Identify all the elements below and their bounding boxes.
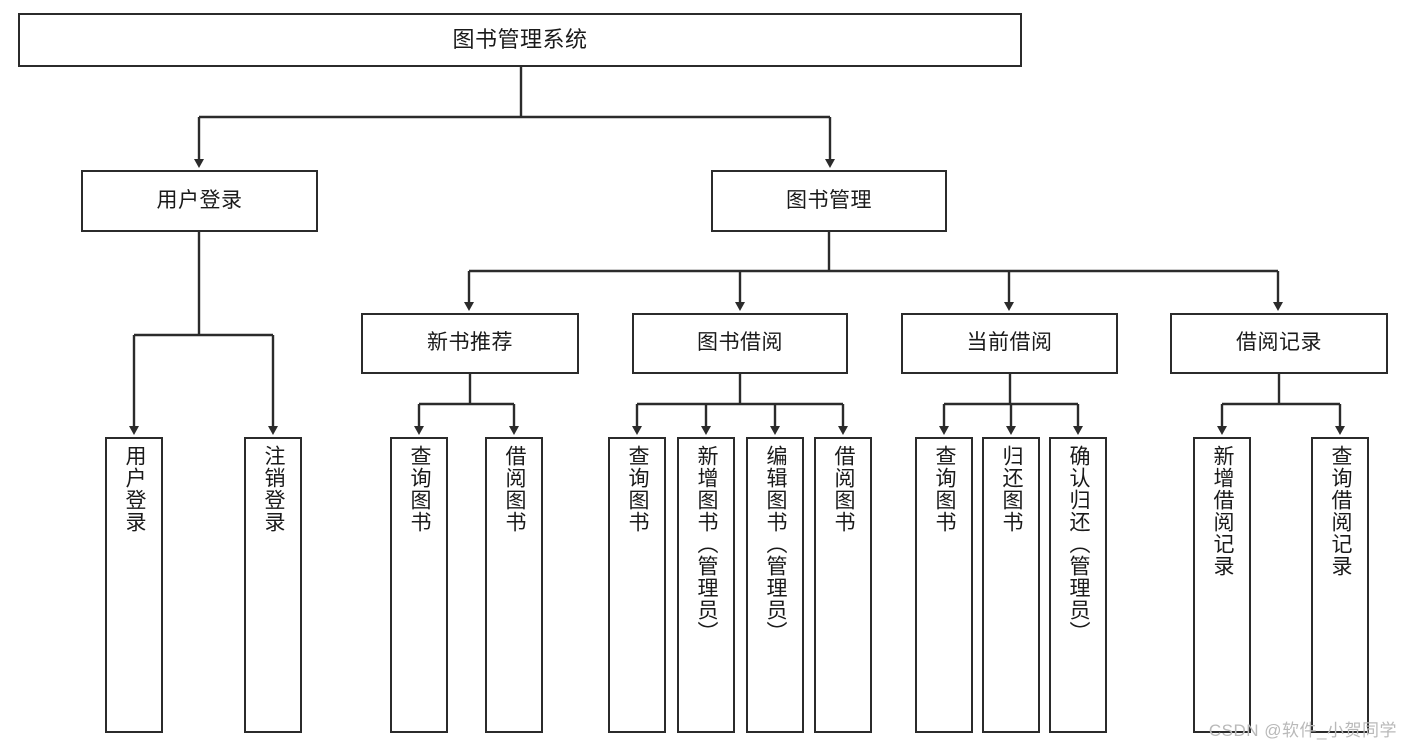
node-label: 新增借阅记录 (1211, 445, 1235, 577)
node-current-borrow[interactable]: 当前借阅 (901, 313, 1118, 374)
node-leaf-borrow-book[interactable]: 借阅图书 (814, 437, 872, 733)
node-label: 注销登录 (262, 445, 286, 533)
node-label: 图书管理 (786, 188, 872, 212)
node-label: 编辑图书（管理员） (764, 445, 788, 643)
node-leaf-query-book-borrow[interactable]: 查询图书 (608, 437, 666, 733)
node-leaf-query-book-recommend[interactable]: 查询图书 (390, 437, 448, 733)
node-label: 新书推荐 (427, 331, 513, 355)
node-label: 归还图书 (1000, 445, 1024, 533)
node-borrow-record[interactable]: 借阅记录 (1170, 313, 1388, 374)
node-label: 借阅记录 (1236, 331, 1322, 355)
node-leaf-add-book[interactable]: 新增图书（管理员） (677, 437, 735, 733)
node-label: 查询图书 (626, 445, 650, 533)
node-leaf-borrow-book-recommend[interactable]: 借阅图书 (485, 437, 543, 733)
node-label: 图书借阅 (697, 331, 783, 355)
node-label: 查询图书 (933, 445, 957, 533)
node-label: 用户登录 (123, 445, 147, 533)
node-leaf-user-logout[interactable]: 注销登录 (244, 437, 302, 733)
node-leaf-return-book[interactable]: 归还图书 (982, 437, 1040, 733)
node-leaf-query-borrow-record[interactable]: 查询借阅记录 (1311, 437, 1369, 733)
node-book-manage[interactable]: 图书管理 (711, 170, 947, 232)
node-label: 新增图书（管理员） (695, 445, 719, 643)
node-leaf-add-borrow-record[interactable]: 新增借阅记录 (1193, 437, 1251, 733)
node-label: 借阅图书 (832, 445, 856, 533)
node-book-borrow[interactable]: 图书借阅 (632, 313, 848, 374)
node-root-book-management-system[interactable]: 图书管理系统 (18, 13, 1022, 67)
node-label: 用户登录 (156, 188, 243, 212)
node-label: 查询图书 (408, 445, 432, 533)
node-user-login[interactable]: 用户登录 (81, 170, 318, 232)
node-leaf-confirm-return[interactable]: 确认归还（管理员） (1049, 437, 1107, 733)
node-leaf-query-book-current[interactable]: 查询图书 (915, 437, 973, 733)
node-label: 图书管理系统 (452, 27, 588, 53)
node-leaf-user-login[interactable]: 用户登录 (105, 437, 163, 733)
node-label: 当前借阅 (966, 331, 1053, 355)
node-leaf-edit-book[interactable]: 编辑图书（管理员） (746, 437, 804, 733)
node-label: 借阅图书 (503, 445, 527, 533)
node-label: 确认归还（管理员） (1067, 445, 1091, 643)
node-label: 查询借阅记录 (1329, 445, 1353, 577)
node-new-book-recommend[interactable]: 新书推荐 (361, 313, 579, 374)
